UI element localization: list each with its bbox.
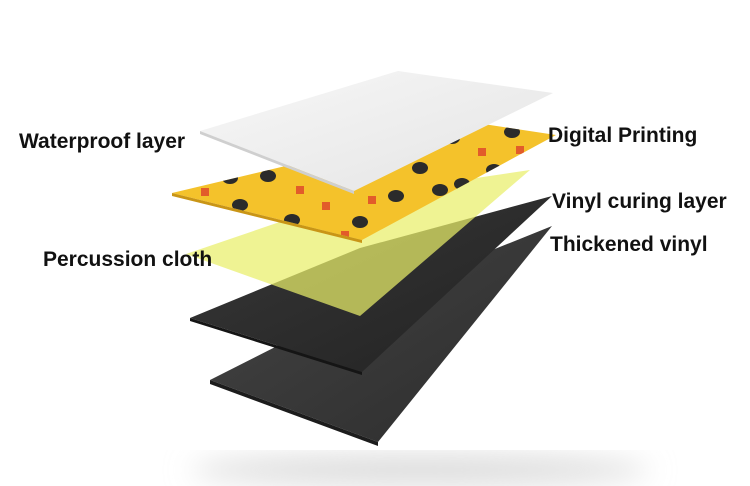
- print-dot-mark: [504, 126, 520, 138]
- thickened-vinyl-label: Thickened vinyl: [550, 233, 708, 256]
- print-dot-mark: [486, 164, 502, 176]
- print-accent-mark: [322, 202, 330, 210]
- waterproof-layer: [200, 71, 553, 191]
- vinyl-curing-layer-label: Vinyl curing layer: [552, 190, 727, 213]
- percussion-cloth-layer: [186, 170, 530, 316]
- print-accent-mark: [296, 186, 304, 194]
- print-dot-mark: [242, 219, 258, 231]
- print-dot-mark: [222, 172, 238, 184]
- print-accent-mark: [201, 188, 209, 196]
- digital-printing-edge: [172, 193, 362, 243]
- print-accent-mark: [516, 146, 524, 154]
- print-dot-mark: [260, 170, 276, 182]
- print-accent-mark: [341, 231, 349, 239]
- print-dot-mark: [412, 162, 428, 174]
- percussion-cloth-label: Percussion cloth: [43, 248, 213, 271]
- vinyl-curing-edge: [190, 318, 362, 375]
- floor-shadow: [190, 456, 650, 484]
- waterproof-layer-label: Waterproof layer: [19, 130, 186, 153]
- print-accent-mark: [478, 148, 486, 156]
- print-dot-mark: [388, 190, 404, 202]
- waterproof-edge: [200, 131, 354, 194]
- print-dot-mark: [232, 199, 248, 211]
- print-dot-mark: [352, 216, 368, 228]
- print-accent-mark: [368, 196, 376, 204]
- thickened-vinyl-edge: [210, 380, 378, 446]
- digital-printing-label: Digital Printing: [548, 124, 698, 147]
- print-dot-mark: [432, 184, 448, 196]
